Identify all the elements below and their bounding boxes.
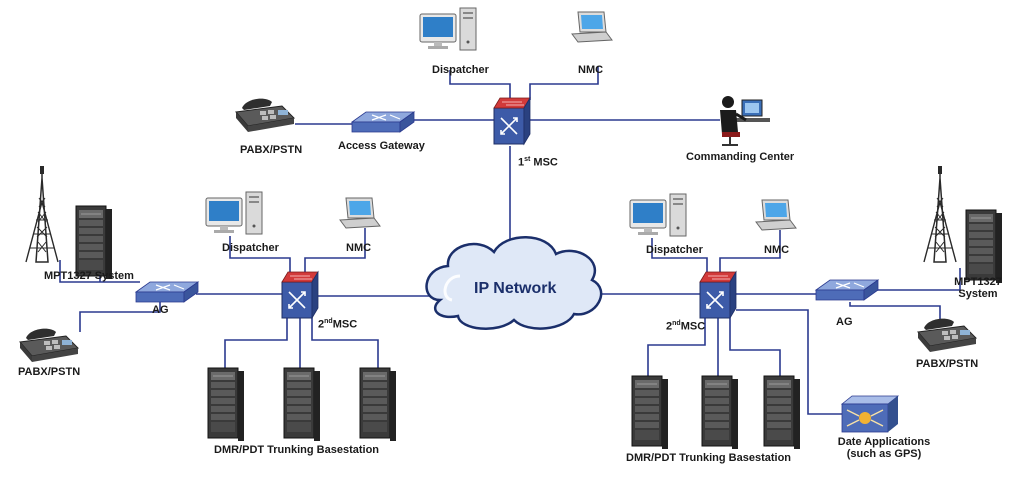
left-basestation-1-icon[interactable] (207, 367, 245, 442)
ip-network-label: IP Network (474, 280, 557, 297)
left-ag-gateway-icon[interactable] (135, 281, 199, 303)
top-nmc-laptop-icon[interactable] (571, 11, 613, 43)
link-right-ag-pabx (849, 302, 941, 320)
left-pabx-phone-icon[interactable] (19, 328, 79, 363)
right-msc-label: 2ndMSC (666, 320, 706, 333)
link-left-nmc-msc (304, 228, 366, 276)
right-pabx-phone-icon[interactable] (917, 318, 977, 353)
link-nmc-1st-msc (529, 66, 599, 100)
left-basestation-2-icon[interactable] (283, 367, 321, 442)
right-msc-switch-icon[interactable] (699, 271, 737, 319)
right-radio-tower-icon (923, 165, 957, 263)
data-applications-icon[interactable] (840, 395, 900, 433)
first-msc-switch-icon[interactable] (493, 97, 531, 145)
right-mpt-server-icon[interactable] (965, 209, 1003, 284)
data-applications-label-line2: (such as GPS) (846, 448, 922, 460)
right-nmc-label: NMC (764, 244, 790, 256)
right-ag-gateway-icon[interactable] (815, 279, 879, 301)
left-dispatcher-label: Dispatcher (222, 242, 279, 254)
left-pabx-label: PABX/PSTN (18, 366, 81, 378)
right-mpt-system-label-line1: MPT1327 (954, 276, 1002, 288)
right-mpt-system-label-line2: System (958, 288, 998, 300)
link-mpt-left-ag (59, 260, 140, 283)
left-mpt-system-label: MPT1327 System (44, 270, 134, 282)
commanding-center-label: Commanding Center (686, 151, 795, 163)
left-nmc-label: NMC (346, 242, 372, 254)
data-applications-label-line1: Date Applications (837, 436, 931, 448)
right-basestation-1-icon[interactable] (631, 375, 669, 450)
link-right-nmc-msc (719, 230, 781, 276)
left-radio-tower-icon (25, 165, 59, 263)
right-nmc-laptop-icon[interactable] (755, 199, 797, 231)
top-dispatcher-label: Dispatcher (432, 64, 489, 76)
right-pabx-label: PABX/PSTN (916, 358, 979, 370)
left-msc-switch-icon[interactable] (281, 271, 319, 319)
right-dispatcher-label: Dispatcher (646, 244, 703, 256)
right-ag-label: AG (836, 316, 853, 328)
right-dispatcher-pc-icon[interactable] (629, 193, 687, 237)
link-left-msc-basestation-1 (224, 315, 288, 368)
commanding-center-icon[interactable] (720, 96, 770, 146)
link-left-msc-basestation-3 (311, 315, 379, 368)
left-nmc-laptop-icon[interactable] (339, 197, 381, 229)
top-pabx-phone-icon[interactable] (235, 98, 295, 133)
link-right-msc-basestation-1 (647, 315, 706, 378)
access-gateway-label: Access Gateway (338, 140, 425, 152)
right-basestation-label: DMR/PDT Trunking Basestation (626, 452, 792, 464)
link-left-dispatcher-msc (229, 236, 291, 276)
links (59, 66, 961, 415)
top-pabx-label: PABX/PSTN (240, 144, 303, 156)
left-basestation-label: DMR/PDT Trunking Basestation (214, 444, 380, 456)
link-right-dispatcher-msc (651, 238, 708, 276)
access-gateway-icon[interactable] (351, 111, 415, 133)
link-right-msc-data-apps (736, 309, 842, 415)
left-ag-label: AG (152, 304, 169, 316)
left-msc-label: 2ndMSC (318, 318, 358, 331)
left-dispatcher-pc-icon[interactable] (205, 191, 263, 235)
right-basestation-3-icon[interactable] (763, 375, 801, 450)
right-basestation-2-icon[interactable] (701, 375, 739, 450)
top-dispatcher-pc-icon[interactable] (419, 7, 477, 51)
link-left-ag-pabx (79, 302, 161, 332)
link-right-ag-mpt (876, 268, 961, 291)
first-msc-label: 1st MSC (518, 156, 558, 169)
left-mpt-server-icon[interactable] (75, 205, 113, 280)
link-right-msc-basestation-3 (729, 315, 781, 378)
link-dispatcher-1st-msc (449, 70, 511, 100)
ip-network-cloud (425, 236, 603, 330)
top-nmc-label: NMC (578, 64, 604, 76)
left-basestation-3-icon[interactable] (359, 367, 397, 442)
